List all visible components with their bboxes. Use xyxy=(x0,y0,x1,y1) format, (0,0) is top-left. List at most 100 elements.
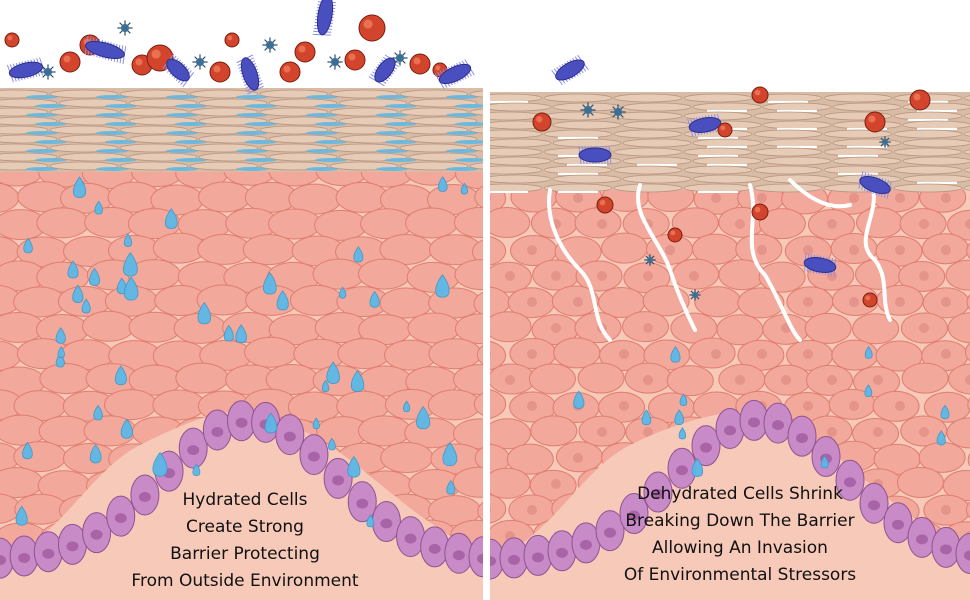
cell-nucleus xyxy=(895,193,905,203)
cell-nucleus xyxy=(757,245,767,255)
skin-cell xyxy=(965,501,970,519)
cell-nucleus xyxy=(827,427,837,437)
corneocyte xyxy=(469,144,483,152)
corneocyte xyxy=(762,120,832,130)
skin-cell xyxy=(242,234,296,266)
lipid-water-channel xyxy=(166,95,198,99)
cell-nucleus xyxy=(573,453,583,463)
water-drop-icon xyxy=(223,324,234,342)
pollutant-particle-icon xyxy=(344,49,366,71)
water-drop-icon xyxy=(23,237,33,254)
skin-cell xyxy=(577,362,625,394)
corneocyte xyxy=(823,129,893,139)
lipid-water-channel xyxy=(26,149,58,153)
skin-cell xyxy=(81,310,135,342)
water-drop-icon xyxy=(93,404,103,421)
corneocyte xyxy=(762,174,832,184)
lipid-water-channel xyxy=(245,104,277,108)
skin-cell xyxy=(666,365,714,397)
stratum-corneum xyxy=(490,92,970,193)
basal-nucleus xyxy=(724,425,736,436)
corneocyte xyxy=(490,183,543,193)
virus-icon xyxy=(192,54,208,70)
water-drop-icon xyxy=(403,400,411,413)
basal-nucleus xyxy=(868,500,880,511)
lipid-water-channel xyxy=(385,158,417,162)
skin-cell xyxy=(453,418,483,450)
basal-nucleus xyxy=(283,431,296,442)
skin-cell xyxy=(197,233,251,265)
lipid-water-channel xyxy=(455,140,483,144)
water-drop-icon xyxy=(641,409,652,426)
corneocyte xyxy=(552,138,622,148)
corneocyte xyxy=(613,111,683,121)
basal-nucleus xyxy=(796,433,808,444)
corneocyte xyxy=(613,93,683,103)
corneocyte xyxy=(613,129,683,139)
cell-nucleus xyxy=(849,245,859,255)
skin-cell xyxy=(268,208,322,240)
water-drop-icon xyxy=(235,324,247,344)
corneocyte xyxy=(469,126,483,134)
bacteria-icon xyxy=(312,0,337,36)
corneocyte xyxy=(543,165,613,175)
lipid-water-channel xyxy=(385,104,417,108)
corneocyte xyxy=(963,95,970,101)
virus-icon xyxy=(327,54,343,70)
corneocyte xyxy=(683,93,753,103)
corneocyte xyxy=(893,183,963,193)
water-drop-icon xyxy=(674,409,685,426)
basal-nucleus xyxy=(772,420,784,431)
lipid-water-channel xyxy=(455,158,483,162)
skin-cell xyxy=(947,312,970,344)
bacteria-icon xyxy=(858,170,892,200)
skin-cell xyxy=(490,340,507,371)
cell-nucleus xyxy=(573,193,583,203)
lipid-water-channel xyxy=(105,104,137,108)
cell-nucleus xyxy=(619,401,629,411)
cell-nucleus xyxy=(735,375,745,385)
skin-cell xyxy=(380,442,434,474)
cell-nucleus xyxy=(597,427,607,437)
corneocyte xyxy=(963,185,970,191)
water-drop-icon xyxy=(353,246,364,263)
corneocyte xyxy=(823,147,893,157)
hydrated-caption-line: Hydrated Cells xyxy=(182,490,308,510)
skin-cell xyxy=(553,337,601,369)
dehydrated-caption: Dehydrated Cells Shrink Breaking Down Th… xyxy=(570,481,910,589)
pollutant-particle-icon xyxy=(409,53,431,75)
corneocyte xyxy=(490,147,543,157)
water-drop-icon xyxy=(72,176,87,198)
corneocyte xyxy=(683,183,753,193)
lipid-water-channel xyxy=(26,113,58,117)
lipid-water-channel xyxy=(35,140,67,144)
water-drop-icon xyxy=(164,208,178,229)
skin-cell xyxy=(454,313,483,345)
water-drop-icon xyxy=(123,276,139,301)
corneocyte xyxy=(469,90,483,98)
lipid-water-channel xyxy=(35,122,67,126)
skin-cell xyxy=(337,338,391,370)
water-drop-icon xyxy=(864,345,873,359)
corneocyte xyxy=(622,102,692,112)
skin-cell xyxy=(490,494,507,524)
skin-cell xyxy=(357,258,411,290)
corneocyte xyxy=(762,156,832,166)
lipid-water-channel xyxy=(315,104,347,108)
virus-icon xyxy=(392,50,408,66)
water-drop-icon xyxy=(22,441,33,460)
water-drop-icon xyxy=(276,290,289,311)
lipid-water-channel xyxy=(446,113,478,117)
virus-icon xyxy=(117,20,133,36)
cell-nucleus xyxy=(941,349,951,359)
skin-cell xyxy=(490,418,531,450)
water-drop-icon xyxy=(312,417,320,430)
hydrated-caption: Hydrated Cells Create Strong Barrier Pro… xyxy=(95,487,395,595)
corneocyte xyxy=(469,108,483,116)
pollutant-particle-icon xyxy=(717,122,733,138)
skin-crack xyxy=(547,188,612,342)
skin-cell xyxy=(128,311,182,343)
basal-nucleus xyxy=(964,550,970,561)
cell-nucleus xyxy=(781,375,791,385)
skin-cell xyxy=(671,207,719,239)
